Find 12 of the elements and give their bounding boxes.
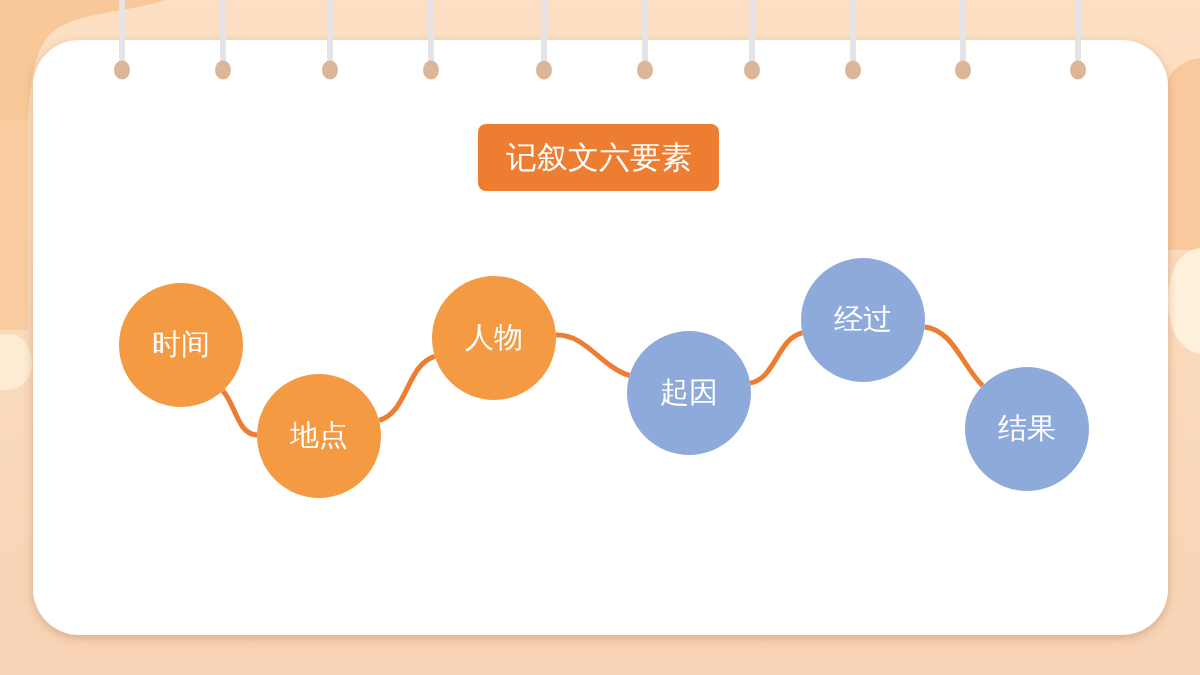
connector-line xyxy=(749,330,804,386)
circle-label: 时间 xyxy=(152,326,210,363)
circle-label: 起因 xyxy=(660,374,718,411)
connector-line xyxy=(555,332,631,378)
circle-label: 地点 xyxy=(290,417,348,454)
circle-label: 人物 xyxy=(465,319,523,356)
connector-line xyxy=(220,389,258,438)
connector-line xyxy=(378,354,436,423)
connector-line xyxy=(924,324,985,388)
diagram-title: 记叙文六要素 xyxy=(505,137,692,177)
circle-label: 经过 xyxy=(834,301,892,338)
circle-label: 结果 xyxy=(998,410,1056,447)
